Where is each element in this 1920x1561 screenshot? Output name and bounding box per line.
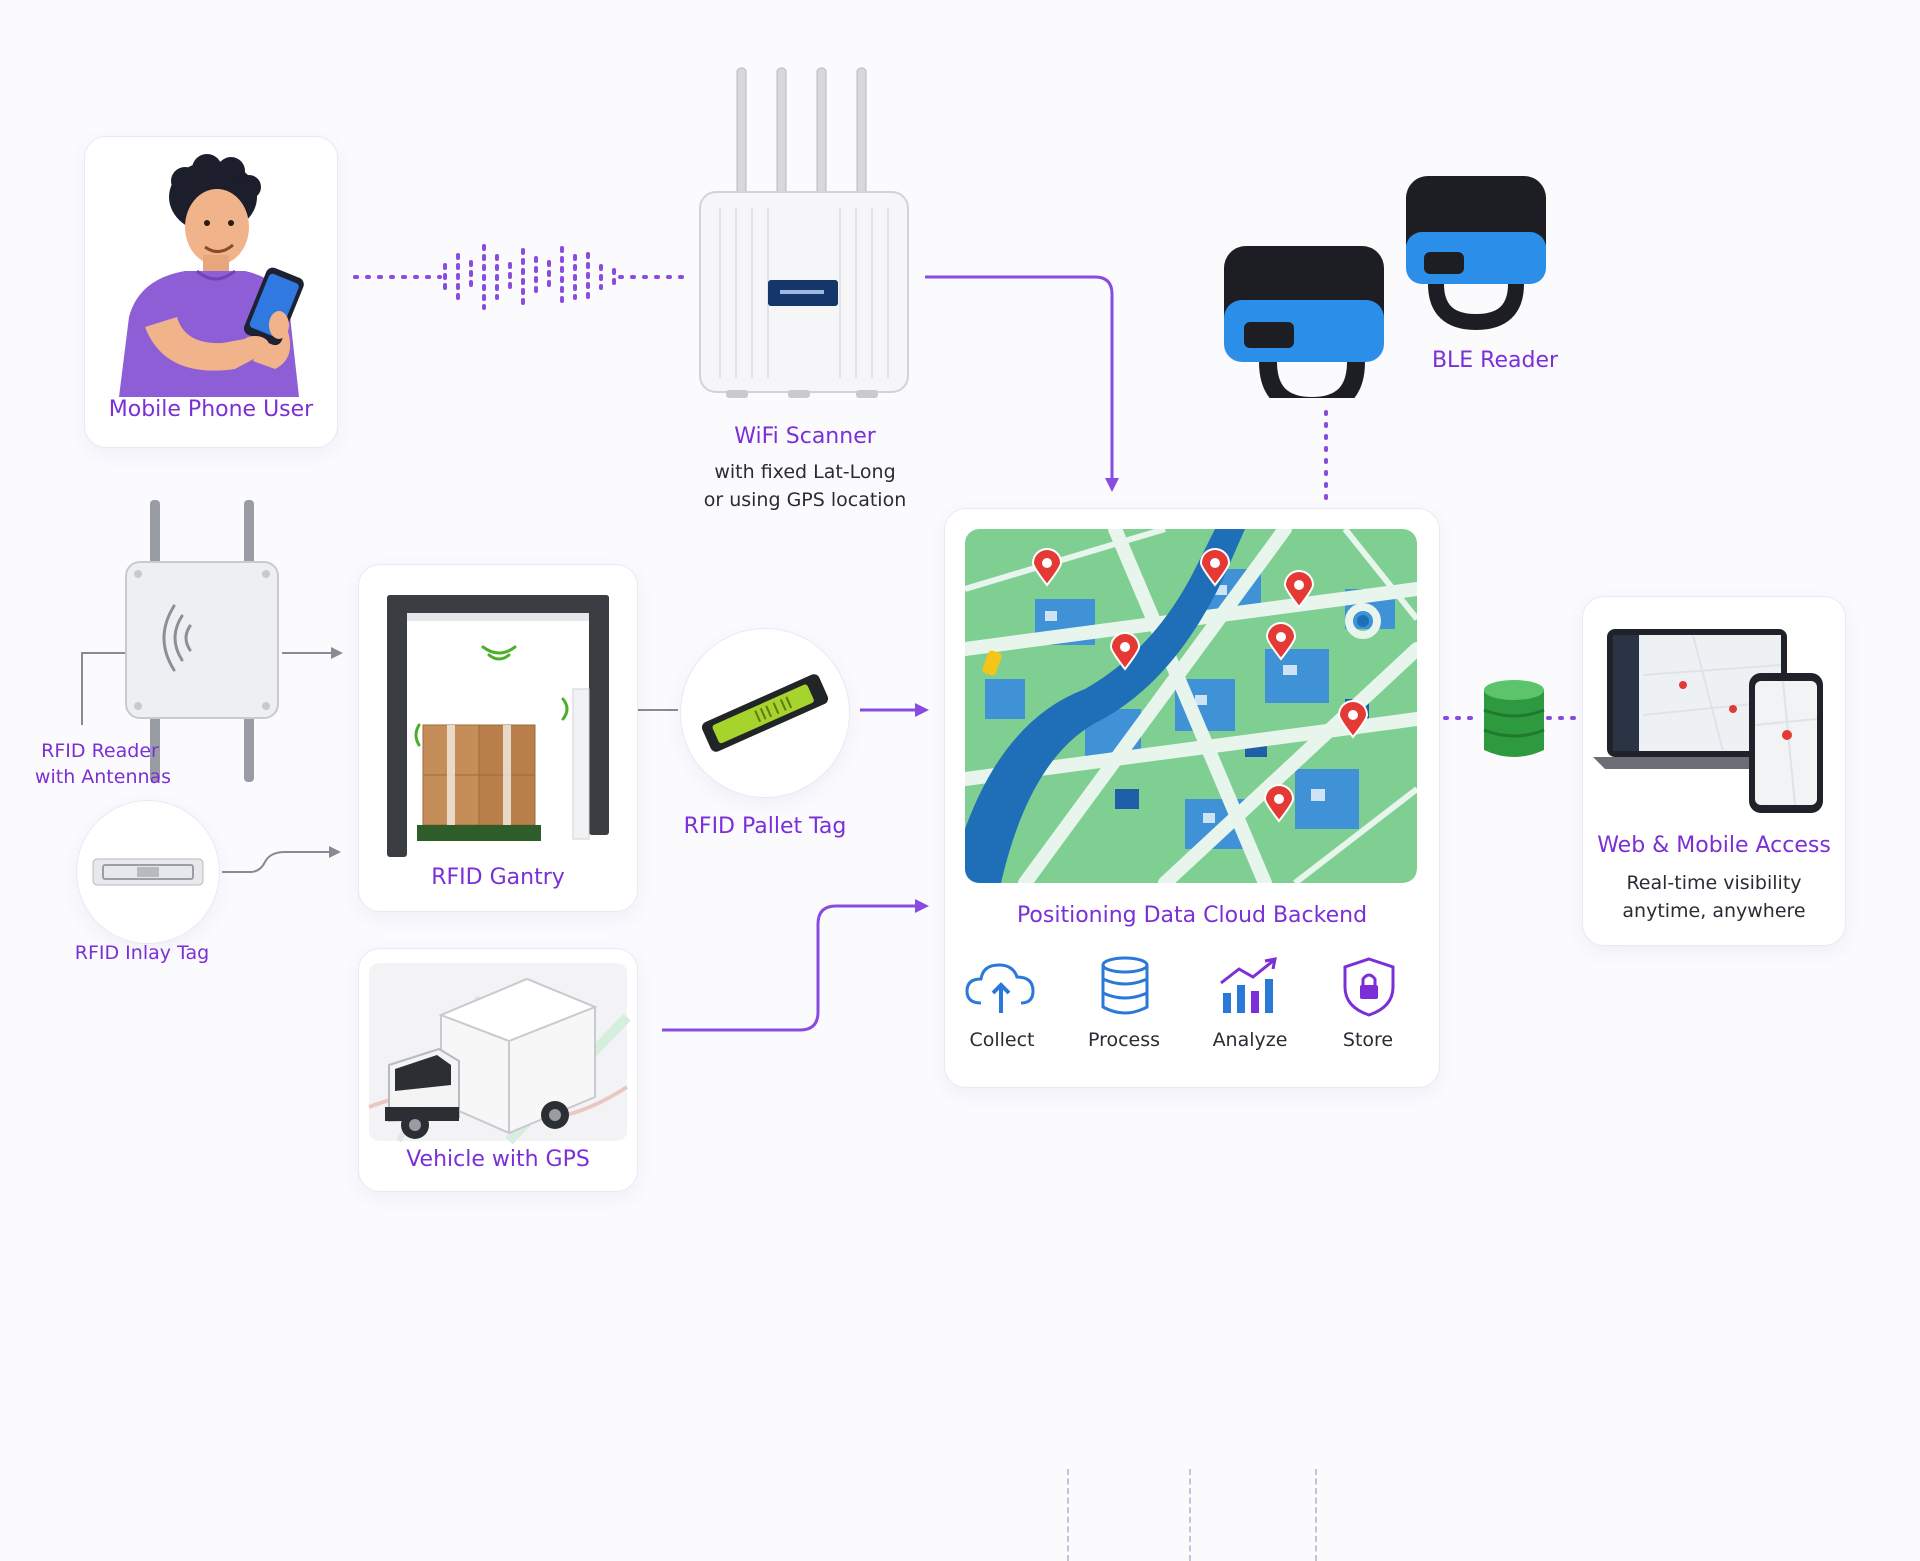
map-pins-layer bbox=[1031, 548, 1369, 823]
rfid-pallet-tag-icon bbox=[701, 674, 829, 752]
vehicle-truck-icon bbox=[368, 963, 631, 1145]
rfid-inlay-tag-label: RFID Inlay Tag bbox=[74, 942, 210, 964]
signal-waveform-icon bbox=[443, 244, 616, 310]
cloud-database-icon bbox=[1483, 680, 1545, 757]
connectors-layer bbox=[81, 244, 1582, 1032]
rfid-pallet-tag-label: RFID Pallet Tag bbox=[683, 814, 847, 839]
stage-collect-label: Collect bbox=[969, 1029, 1035, 1051]
vehicle-gps-card[interactable]: Vehicle with GPS bbox=[358, 948, 638, 1192]
rfid-pallet-tag-card[interactable] bbox=[680, 628, 850, 798]
mobile-user-card[interactable]: Mobile Phone User bbox=[84, 136, 338, 448]
map-pin-dot bbox=[1276, 632, 1286, 642]
map-pin-dot bbox=[1042, 558, 1052, 568]
rfid-gantry-card[interactable]: RFID Gantry bbox=[358, 564, 638, 912]
person-with-phone-icon bbox=[119, 154, 304, 397]
map-pin-dot bbox=[1294, 580, 1304, 590]
web-mobile-sub-1: Real-time visibility bbox=[1626, 872, 1802, 894]
map-pin-dot bbox=[1210, 558, 1220, 568]
shield-lock-icon bbox=[1343, 957, 1395, 1017]
ble-reader-device-icon bbox=[1224, 176, 1546, 398]
rfid-gantry-label: RFID Gantry bbox=[431, 865, 565, 890]
laptop-and-phone-icon bbox=[1593, 629, 1823, 813]
stage-process-label: Process bbox=[1087, 1029, 1161, 1051]
rfid-signal-icon bbox=[162, 604, 192, 672]
rfid-reader-label-2: with Antennas bbox=[34, 766, 172, 788]
wifi-to-cloud-arrow bbox=[925, 275, 1119, 492]
rfid-reader-device-icon bbox=[125, 500, 279, 782]
stage-divider bbox=[1315, 1469, 1317, 1561]
web-mobile-sub-2: anytime, anywhere bbox=[1622, 900, 1806, 922]
analytics-chart-icon bbox=[1220, 957, 1277, 1013]
stage-divider bbox=[1189, 1469, 1191, 1561]
rfid-gantry-icon bbox=[387, 595, 609, 857]
web-mobile-label: Web & Mobile Access bbox=[1597, 833, 1831, 858]
cloud-backend-card[interactable]: Positioning Data Cloud Backend Collect P… bbox=[944, 508, 1440, 1561]
vehicle-to-cloud-arrow bbox=[662, 899, 929, 1032]
stage-store-label: Store bbox=[1342, 1029, 1394, 1051]
wifi-scanner-device-icon bbox=[699, 67, 909, 398]
map-pin-dot bbox=[1120, 642, 1130, 652]
wifi-signal-connector bbox=[353, 244, 692, 310]
map-pin-dot bbox=[1348, 710, 1358, 720]
vehicle-gps-label: Vehicle with GPS bbox=[406, 1147, 590, 1172]
wifi-scanner-label: WiFi Scanner bbox=[734, 424, 876, 449]
web-mobile-card[interactable]: Web & Mobile Access Real-time visibility… bbox=[1582, 596, 1846, 946]
wifi-scanner-sub-2: or using GPS location bbox=[703, 489, 907, 511]
rfid-reader-label-1: RFID Reader bbox=[41, 740, 159, 762]
reader-cable bbox=[81, 652, 127, 725]
inlay-to-gantry-arrow bbox=[222, 846, 341, 873]
stage-divider bbox=[1067, 1469, 1069, 1561]
stage-analyze-label: Analyze bbox=[1212, 1029, 1288, 1051]
cloud-upload-icon bbox=[965, 963, 1035, 1013]
wifi-scanner-sub-1: with fixed Lat-Long bbox=[714, 461, 896, 483]
mobile-user-label: Mobile Phone User bbox=[108, 397, 314, 422]
ble-reader-label: BLE Reader bbox=[1431, 348, 1559, 373]
map-pin-dot bbox=[1274, 794, 1284, 804]
rfid-inlay-tag-card[interactable] bbox=[76, 800, 220, 944]
positioning-map bbox=[965, 529, 1417, 883]
database-icon bbox=[1101, 956, 1149, 1015]
rfid-inlay-tag-icon bbox=[92, 858, 204, 886]
gantry-signal-icon bbox=[414, 645, 569, 747]
cloud-backend-label: Positioning Data Cloud Backend bbox=[1016, 903, 1368, 928]
